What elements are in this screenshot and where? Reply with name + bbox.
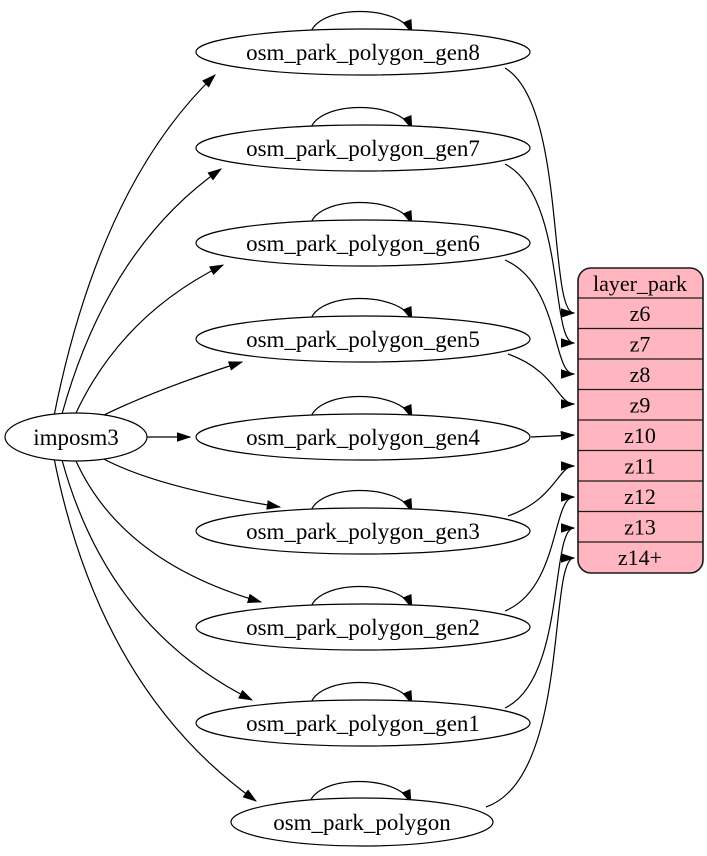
node-osm-park-polygon-gen2: osm_park_polygon_gen2 xyxy=(195,603,531,651)
row-z8: z8 xyxy=(630,362,651,387)
node-imposm3: imposm3 xyxy=(4,412,148,462)
row-z11: z11 xyxy=(625,454,656,479)
gen8-label: osm_park_polygon_gen8 xyxy=(246,40,480,65)
row-z9: z9 xyxy=(630,393,651,418)
edges-to-layer xyxy=(485,67,576,808)
edge-imposm3-to-osm-park-polygon xyxy=(53,457,257,802)
self-loop-gen7 xyxy=(309,106,413,132)
edge-imposm3-to-gen1 xyxy=(61,459,254,701)
row-z7: z7 xyxy=(630,332,651,357)
row-z12: z12 xyxy=(624,484,656,509)
node-osm-park-polygon-gen7: osm_park_polygon_gen7 xyxy=(195,124,531,172)
gen4-label: osm_park_polygon_gen4 xyxy=(246,425,480,450)
self-loop-gen1 xyxy=(309,681,413,707)
edge-imposm3-to-gen8 xyxy=(53,74,216,417)
edge-gen1-to-z13 xyxy=(504,523,576,709)
self-loop-edges xyxy=(308,10,413,806)
self-loop-gen2 xyxy=(309,585,413,611)
gen6-ellipse xyxy=(195,219,531,267)
gen1-ellipse xyxy=(195,699,531,747)
gen4-ellipse xyxy=(195,413,531,461)
edge-imposm3-to-gen6 xyxy=(75,264,225,414)
gen2-label: osm_park_polygon_gen2 xyxy=(246,615,480,640)
edge-gen6-to-z8 xyxy=(504,259,576,379)
edge-imposm3-to-gen2 xyxy=(75,460,263,603)
osm-park-polygon-ellipse xyxy=(230,797,494,847)
layer-park-title: layer_park xyxy=(593,271,687,296)
gen7-ellipse xyxy=(195,124,531,172)
edge-gen3-to-z11 xyxy=(507,461,576,517)
gen8-ellipse xyxy=(195,28,531,76)
edge-osm-park-polygon-to-z14 xyxy=(485,553,576,808)
edge-imposm3-to-gen3 xyxy=(99,456,282,510)
layer-park-separators xyxy=(578,297,703,543)
self-loop-gen3 xyxy=(309,489,413,515)
edge-gen4-to-z10 xyxy=(530,430,576,441)
osm-park-polygon-label: osm_park_polygon xyxy=(273,810,451,835)
edge-gen8-to-z6 xyxy=(504,67,576,318)
node-osm-park-polygon-gen5: osm_park_polygon_gen5 xyxy=(195,315,531,363)
gen6-label: osm_park_polygon_gen6 xyxy=(246,231,480,256)
table-nodes: osm_park_polygon_gen8 osm_park_polygon_g… xyxy=(195,28,531,847)
node-osm-park-polygon-gen8: osm_park_polygon_gen8 xyxy=(195,28,531,76)
gen5-label: osm_park_polygon_gen5 xyxy=(246,327,480,352)
imposm3-label: imposm3 xyxy=(33,425,119,450)
layer-park-record: layer_park z6 z7 z8 z9 z10 z11 z12 z13 z… xyxy=(577,267,704,574)
gen3-label: osm_park_polygon_gen3 xyxy=(246,519,480,544)
node-osm-park-polygon-gen1: osm_park_polygon_gen1 xyxy=(195,699,531,747)
gen2-ellipse xyxy=(195,603,531,651)
edge-imposm3-to-gen7 xyxy=(61,168,222,415)
self-loop-gen8 xyxy=(309,10,413,36)
node-osm-park-polygon: osm_park_polygon xyxy=(230,797,494,847)
row-z10: z10 xyxy=(624,423,656,448)
imposm3-ellipse xyxy=(4,412,148,462)
layer-park-texts: layer_park z6 z7 z8 z9 z10 z11 z12 z13 z… xyxy=(593,271,687,570)
edge-gen5-to-z9 xyxy=(507,353,576,409)
edge-imposm3-to-gen5 xyxy=(99,361,244,418)
node-osm-park-polygon-gen6: osm_park_polygon_gen6 xyxy=(195,219,531,267)
gen3-ellipse xyxy=(195,507,531,555)
row-z6: z6 xyxy=(630,301,651,326)
node-osm-park-polygon-gen4: osm_park_polygon_gen4 xyxy=(195,413,531,461)
edges-from-source xyxy=(53,74,282,802)
self-loop-gen5 xyxy=(309,297,413,323)
self-loop-gen4 xyxy=(309,395,413,421)
edge-gen2-to-z12 xyxy=(504,492,576,612)
row-z14plus: z14+ xyxy=(618,545,662,570)
self-loop-gen6 xyxy=(309,201,413,227)
gen5-ellipse xyxy=(195,315,531,363)
self-loop-osm-park-polygon xyxy=(308,780,412,806)
gen7-label: osm_park_polygon_gen7 xyxy=(246,136,480,161)
row-z13: z13 xyxy=(624,515,656,540)
gen1-label: osm_park_polygon_gen1 xyxy=(246,711,480,736)
node-osm-park-polygon-gen3: osm_park_polygon_gen3 xyxy=(195,507,531,555)
edge-gen7-to-z7 xyxy=(504,163,576,348)
